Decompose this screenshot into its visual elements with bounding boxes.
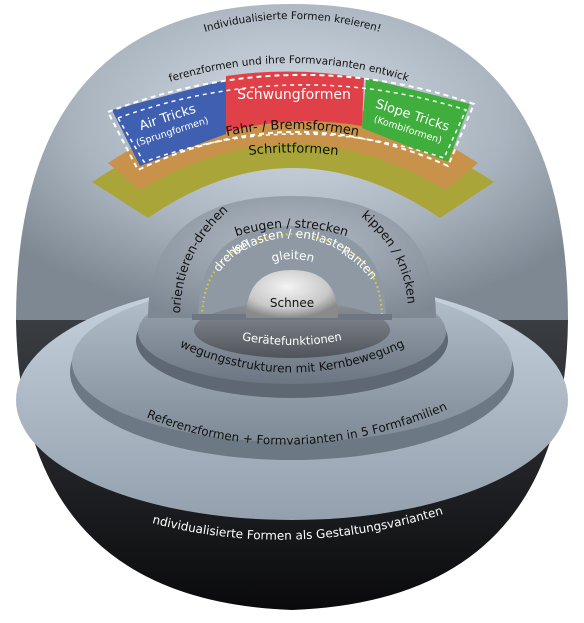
gleiten-label: gleiten	[270, 248, 316, 265]
schwungformen-label: Schwungformen	[237, 87, 351, 103]
geraetefunktionen-label: Gerätefunktionen	[241, 329, 342, 348]
dashed-outline-inner	[116, 84, 468, 163]
slope-tricks-segment	[362, 78, 470, 162]
fahr-bremsformen-label: Fahr- / Bremsformen	[225, 118, 361, 140]
schrittformen-label: Schrittformen	[248, 141, 340, 159]
kanten-dotted-border	[201, 232, 383, 317]
schnee-label: Schnee	[270, 296, 314, 310]
air-tricks-segment	[112, 80, 226, 166]
snow-hemisphere	[246, 270, 338, 318]
